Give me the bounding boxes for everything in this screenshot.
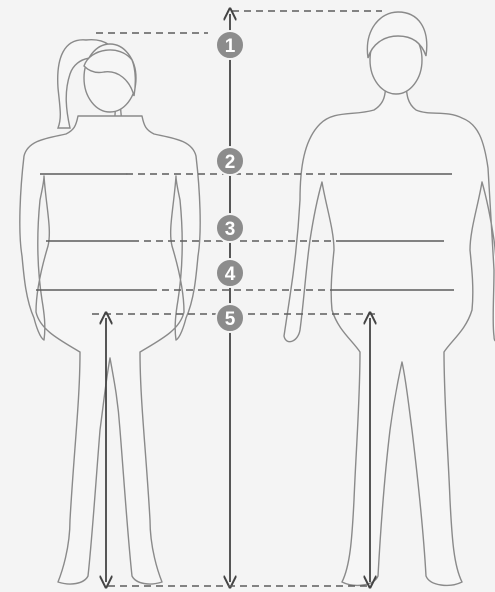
marker-4: 4 (216, 259, 244, 287)
marker-3: 3 (216, 214, 244, 242)
marker-2: 2 (216, 147, 244, 175)
male-figure (284, 12, 495, 585)
male-body-outline (284, 78, 495, 585)
marker-5: 5 (216, 304, 244, 332)
marker-1-label: 1 (225, 36, 236, 57)
marker-4-label: 4 (225, 264, 236, 285)
female-body-outline (20, 116, 200, 584)
female-figure (20, 40, 200, 584)
marker-2-label: 2 (225, 152, 236, 173)
marker-1: 1 (216, 31, 244, 59)
marker-5-label: 5 (225, 309, 236, 330)
marker-3-label: 3 (225, 219, 236, 240)
